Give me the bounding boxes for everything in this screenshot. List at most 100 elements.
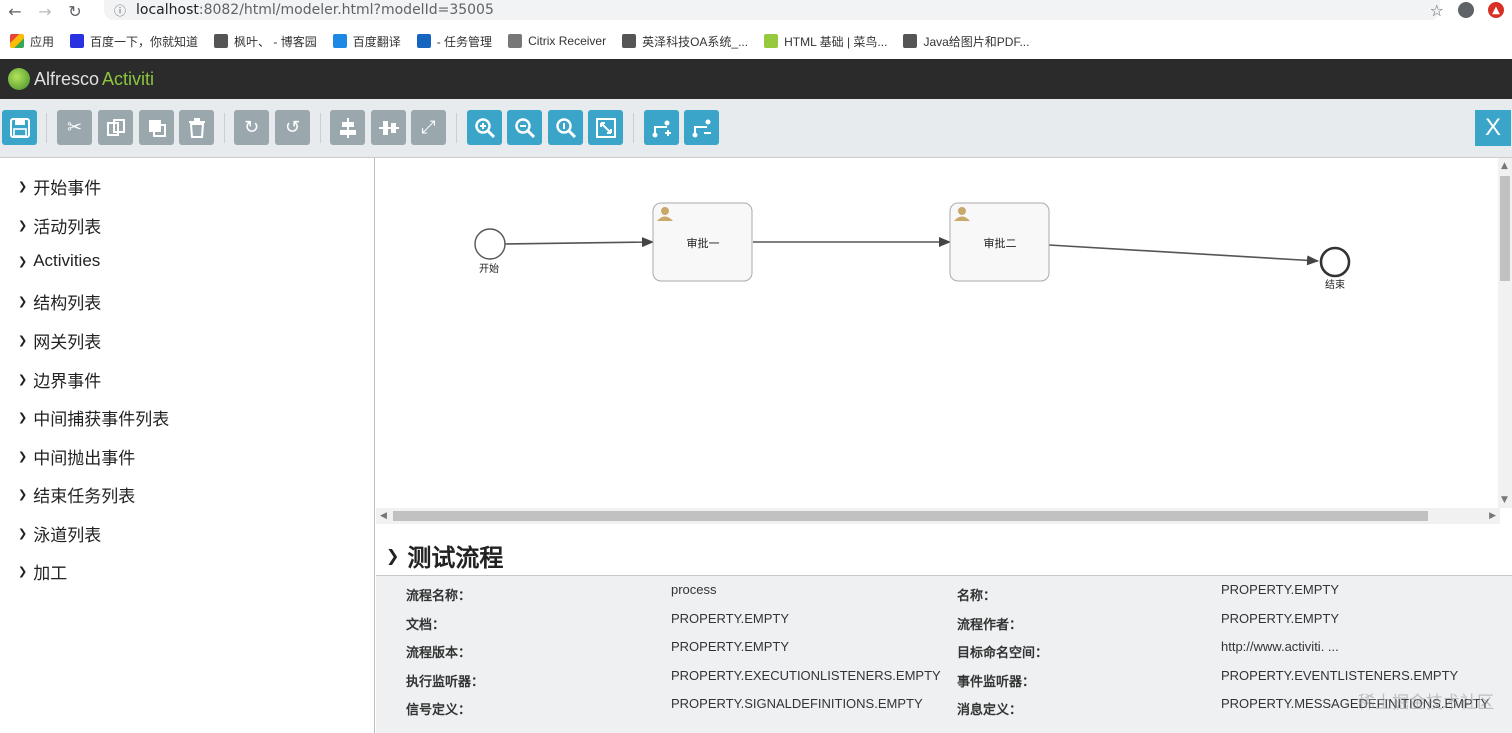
zoom-in-icon[interactable] xyxy=(467,110,502,145)
same-size-icon[interactable]: ⤢ xyxy=(411,110,446,145)
palette-group-label: 结束任务列表 xyxy=(33,487,136,506)
bookmark-label: 枫叶、 - 博客园 xyxy=(234,34,317,49)
property-label: 流程作者： xyxy=(957,616,1023,632)
user-task-1[interactable] xyxy=(652,202,753,282)
chevron-right-icon: ❯ xyxy=(18,566,28,578)
back-arrow-icon[interactable]: ← xyxy=(8,1,22,21)
sequence-flow-3 xyxy=(1048,244,1319,266)
property-value[interactable]: PROPERTY.EMPTY xyxy=(1221,610,1339,626)
redo-icon[interactable]: ↻ xyxy=(234,110,269,145)
close-editor-button[interactable]: X xyxy=(1475,110,1511,146)
zoom-actual-icon[interactable] xyxy=(548,110,583,145)
palette-group-label: 泳道列表 xyxy=(33,526,102,545)
property-value[interactable]: PROPERTY.EMPTY xyxy=(671,610,789,626)
property-value[interactable]: PROPERTY.EMPTY xyxy=(671,639,789,654)
reload-icon[interactable]: ↻ xyxy=(68,1,82,21)
save-icon[interactable] xyxy=(2,110,37,145)
chevron-right-icon: ❯ xyxy=(18,451,28,463)
remove-bendpoint-icon[interactable] xyxy=(684,110,719,145)
palette-group[interactable]: ❯开始事件 xyxy=(18,174,101,199)
bookmark-star-icon[interactable]: ☆ xyxy=(1429,0,1444,20)
bookmark-item[interactable]: 枫叶、 - 博客园 xyxy=(214,33,317,50)
bookmark-item[interactable]: Java给图片和PDF... xyxy=(903,33,1029,50)
bookmark-item[interactable]: Citrix Receiver xyxy=(508,34,606,48)
process-diagram: 开始 审批一 审批二 结束 xyxy=(474,202,1351,291)
palette-group[interactable]: ❯结构列表 xyxy=(18,289,101,314)
properties-header[interactable]: ❯ 测试流程 xyxy=(386,538,503,573)
paste-icon[interactable] xyxy=(139,110,174,145)
cut-icon[interactable]: ✂ xyxy=(57,110,92,145)
watermark: 稀土掘金技术社区 xyxy=(1358,693,1494,712)
property-label: 信号定义： xyxy=(406,702,472,717)
palette-group[interactable]: ❯加工 xyxy=(18,559,67,584)
task-icon xyxy=(416,34,431,48)
palette-group[interactable]: ❯ 泳道列表 xyxy=(18,521,101,546)
extension-icon[interactable]: ▲ xyxy=(1488,2,1504,18)
profile-avatar-icon[interactable] xyxy=(1458,2,1474,18)
chevron-right-icon: ❯ xyxy=(18,528,28,540)
palette-group-label: 边界事件 xyxy=(33,372,102,391)
bookmark-item[interactable]: 应用 xyxy=(10,33,54,50)
palette-group[interactable]: ❯活动列表 xyxy=(18,213,101,238)
bookmark-item[interactable]: - 任务管理 xyxy=(416,33,492,50)
url-path: :8082/html/modeler.html?modelId=35005 xyxy=(198,2,494,18)
editor-toolbar: ✂ ↻ ↺ ⤢ X xyxy=(0,99,1512,158)
bookmark-item[interactable]: HTML 基础 | 菜鸟... xyxy=(764,33,887,50)
align-vertical-icon[interactable] xyxy=(371,110,406,145)
palette-group[interactable]: ❯结束任务列表 xyxy=(18,482,135,507)
zoom-fit-icon[interactable] xyxy=(588,110,623,145)
palette-group-label: 中间捕获事件列表 xyxy=(33,410,170,429)
chevron-down-icon[interactable]: ❯ xyxy=(386,547,400,565)
palette-group[interactable]: ❯Activities xyxy=(18,251,100,271)
start-event-label: 开始 xyxy=(479,262,499,275)
property-label: 事件监听器： xyxy=(957,673,1036,689)
info-icon[interactable]: ⓘ xyxy=(114,3,127,18)
end-event[interactable] xyxy=(1319,246,1351,278)
palette-group[interactable]: ❯中间捕获事件列表 xyxy=(18,405,169,430)
delete-icon[interactable] xyxy=(179,110,214,145)
diagram-canvas[interactable]: 开始 审批一 审批二 结束 ▲ ▼ ◀ ▶ xyxy=(376,158,1512,526)
align-horizontal-icon[interactable] xyxy=(330,110,365,145)
url-input[interactable]: ⓘ localhost :8082/html/modeler.html?mode… xyxy=(104,0,1440,20)
chevron-right-icon: ❯ xyxy=(18,335,28,347)
property-label: 流程名称： xyxy=(406,588,472,603)
property-value[interactable]: PROPERTY.SIGNALDEFINITIONS.EMPTY xyxy=(671,696,923,711)
add-bendpoint-icon[interactable] xyxy=(644,110,679,145)
property-value[interactable]: PROPERTY.EMPTY xyxy=(1221,582,1339,597)
bookmark-item[interactable]: 百度翻译 xyxy=(332,33,401,50)
property-label: 消息定义： xyxy=(957,702,1023,717)
bookmark-label: Citrix Receiver xyxy=(528,34,607,48)
horizontal-scrollbar[interactable]: ◀ ▶ xyxy=(376,508,1500,524)
vertical-scrollbar[interactable]: ▲ ▼ xyxy=(1498,158,1512,508)
bookmark-item[interactable]: 英泽科技OA系统_... xyxy=(622,33,748,50)
property-value[interactable]: PROPERTY.EXECUTIONLISTENERS.EMPTY xyxy=(671,667,941,683)
start-event[interactable] xyxy=(474,228,506,260)
horizontal-scroll-thumb[interactable] xyxy=(393,511,1428,521)
property-value[interactable]: http://www.activiti. ... xyxy=(1221,639,1339,654)
palette-group[interactable]: ❯边界事件 xyxy=(18,367,101,392)
bookmark-item[interactable]: 百度一下，你就知道 xyxy=(70,33,198,50)
user-task-2[interactable] xyxy=(949,202,1050,282)
undo-icon[interactable]: ↺ xyxy=(275,110,310,145)
palette-group[interactable]: ❯网关列表 xyxy=(18,328,101,353)
copy-icon[interactable] xyxy=(98,110,133,145)
vertical-scroll-thumb[interactable] xyxy=(1500,176,1510,281)
property-label: 目标命名空间： xyxy=(957,645,1049,660)
user-task-icon xyxy=(657,207,673,221)
leaf-icon xyxy=(214,34,229,48)
property-value[interactable]: PROPERTY.MESSAGEDEFINITIONS.EMPTY xyxy=(1221,696,1490,711)
forward-arrow-icon[interactable]: → xyxy=(38,1,52,21)
globe-icon xyxy=(508,34,523,48)
bookmarks-bar: 应用 百度一下，你就知道 枫叶、 - 博客园百度翻译 - 任务管理 Citrix Rec… xyxy=(0,26,1512,56)
zoom-out-icon[interactable] xyxy=(507,110,542,145)
bookmark-label: 英泽科技OA系统_... xyxy=(642,34,749,49)
bookmark-label: 百度一下，你就知道 xyxy=(90,34,199,49)
palette-group[interactable]: ❯中间抛出事件 xyxy=(18,444,135,469)
end-event-label: 结束 xyxy=(1325,278,1345,291)
url-host: localhost xyxy=(136,2,199,18)
chevron-right-icon: ❯ xyxy=(18,220,28,232)
app-header: Alfresco Activiti xyxy=(0,59,1512,99)
property-value[interactable]: PROPERTY.EVENTLISTENERS.EMPTY xyxy=(1221,667,1459,683)
property-value[interactable]: process xyxy=(671,582,717,597)
